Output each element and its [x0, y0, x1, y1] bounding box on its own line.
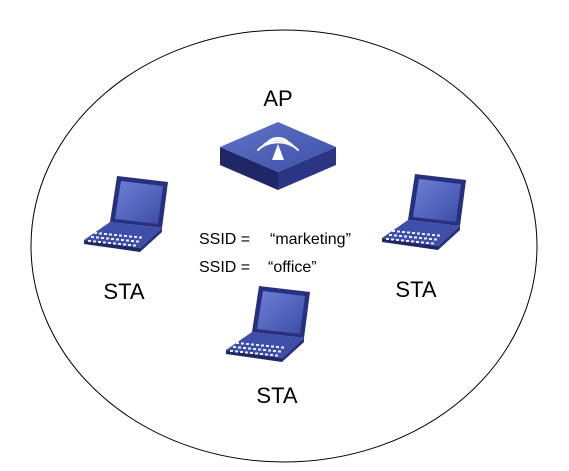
- laptop-icon: [382, 174, 466, 250]
- ap-label: AP: [263, 86, 292, 111]
- sta-label: STA: [103, 279, 144, 304]
- sta-label: STA: [395, 277, 436, 302]
- laptop-icon: [226, 286, 310, 362]
- coverage-area: [30, 29, 538, 463]
- ssid-prefix: SSID =: [199, 231, 250, 248]
- sta-label: STA: [256, 383, 297, 408]
- access-point-icon: [220, 122, 336, 190]
- ssid-value: “marketing”: [270, 231, 351, 248]
- ssid-value: “office”: [268, 259, 317, 276]
- ssid-prefix: SSID =: [199, 259, 250, 276]
- wifi-signal-icon: [257, 137, 299, 151]
- laptop-icon: [84, 176, 168, 252]
